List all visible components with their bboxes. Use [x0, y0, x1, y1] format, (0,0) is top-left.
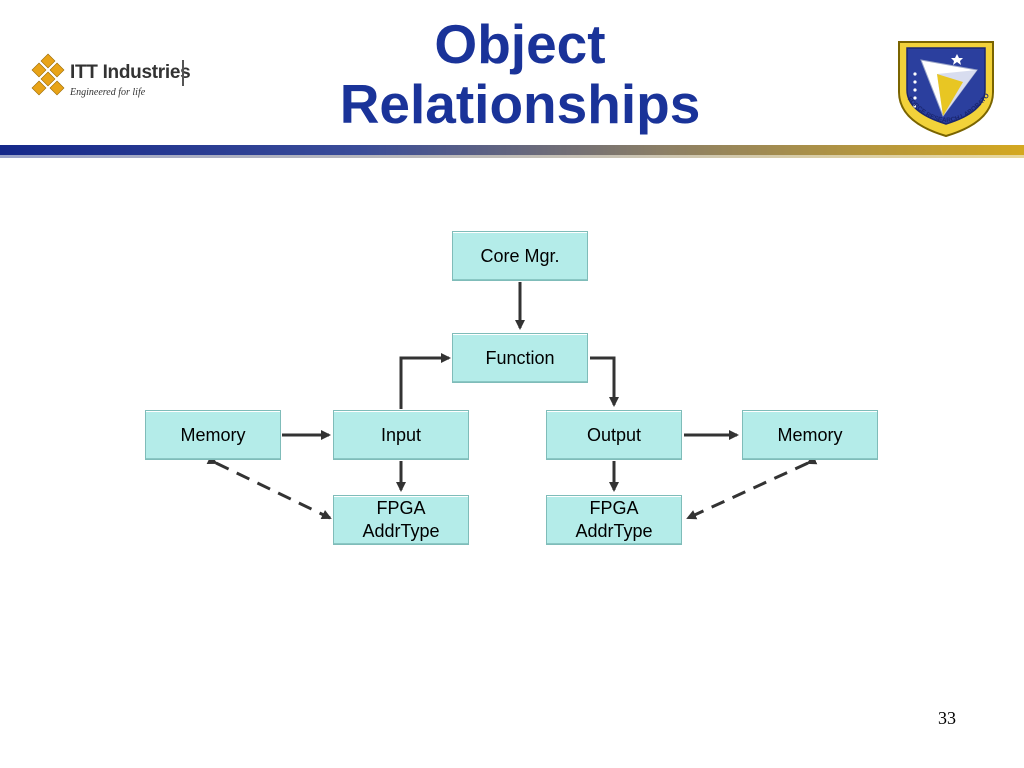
node-output: Output	[546, 410, 682, 460]
itt-industries-logo: ITT Industries Engineered for life	[28, 50, 193, 102]
edge-fpga-memory-right	[686, 455, 818, 520]
itt-diamond-icon	[31, 53, 65, 96]
node-function: Function	[452, 333, 588, 383]
node-core-mgr: Core Mgr.	[452, 231, 588, 281]
page-number: 33	[938, 708, 956, 728]
header-divider-bar	[0, 145, 1024, 155]
node-input: Input	[333, 410, 469, 460]
itt-wordmark: ITT Industries	[70, 62, 191, 83]
header-divider-shadow	[0, 155, 1024, 158]
node-memory-right: Memory	[742, 410, 878, 460]
edge-function-output	[590, 356, 619, 407]
edge-fpga-memory-left	[206, 455, 332, 520]
slide-title-line2: Relationships	[339, 73, 701, 135]
itt-divider	[182, 60, 184, 86]
itt-tagline: Engineered for life	[70, 87, 146, 98]
node-memory-left: Memory	[145, 410, 281, 460]
edge-input-function	[399, 353, 451, 409]
slide-title-line1: Object	[434, 13, 606, 75]
afrl-seal-icon: AIR FORCE RESEARCH LABORATORY	[893, 30, 994, 138]
node-fpga-addrtype-right: FPGA AddrType	[546, 495, 682, 545]
node-fpga-addrtype-left: FPGA AddrType	[333, 495, 469, 545]
slide-title: Object Relationships	[250, 14, 790, 134]
